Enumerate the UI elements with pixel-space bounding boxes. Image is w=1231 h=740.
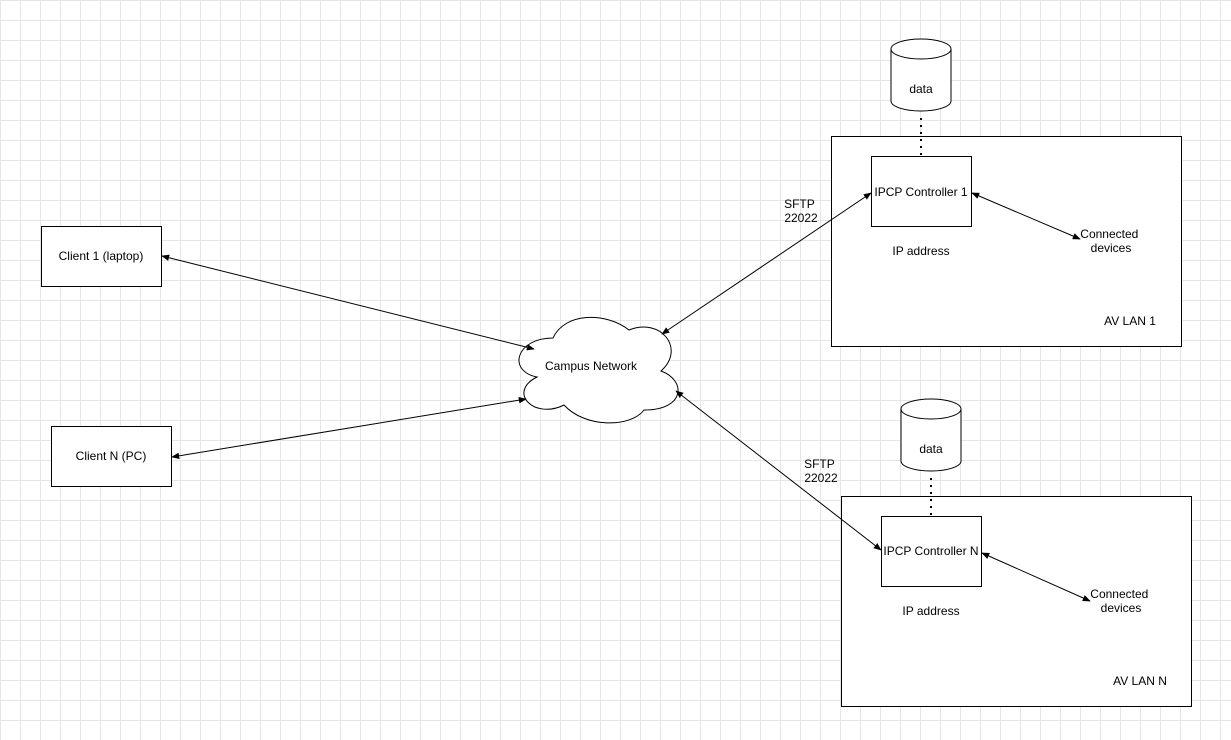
client-n-box	[51, 426, 172, 487]
database-top	[890, 38, 952, 60]
database-label: data	[909, 82, 933, 96]
edge-client-n-campus[interactable]	[171, 397, 527, 459]
connected-devices-line-1: Connected	[1080, 227, 1138, 241]
sftp-port: 22022	[804, 471, 838, 485]
controller-n-node[interactable]: IPCP Controller N	[881, 516, 982, 587]
connected-devices-line-2: devices	[1101, 601, 1142, 615]
data-store-1[interactable]: data	[890, 38, 952, 112]
connected-devices-label-n: Connected devices	[1090, 587, 1151, 615]
edge-controller-n-devices[interactable]	[981, 552, 1091, 602]
campus-network-node[interactable]: Campus Network	[518, 317, 679, 424]
av-lan-n-label: AV LAN N	[1113, 674, 1167, 688]
connected-devices-line-1: Connected	[1090, 587, 1148, 601]
sftp-port: 22022	[784, 211, 818, 225]
ip-address-label-1: IP address	[892, 244, 949, 258]
cloud-icon	[518, 317, 679, 424]
database-icon	[890, 49, 952, 112]
data-store-n[interactable]: data	[900, 398, 962, 472]
ip-address-label-n: IP address	[902, 604, 959, 618]
controller-1-node[interactable]: IPCP Controller 1	[871, 156, 972, 227]
client-1-box	[41, 226, 162, 287]
client-n-node[interactable]: Client N (PC)	[51, 426, 172, 487]
av-lan-1-label: AV LAN 1	[1104, 314, 1156, 328]
edge-campus-controller-1[interactable]	[661, 192, 872, 335]
sftp-label-1: SFTP 22022	[784, 197, 818, 225]
controller-n-box	[881, 516, 982, 587]
controller-1-box	[871, 156, 972, 227]
connected-devices-line-2: devices	[1091, 241, 1132, 255]
connected-devices-label-1: Connected devices	[1080, 227, 1141, 255]
edge-controller-1-devices[interactable]	[971, 192, 1081, 240]
client-n-label: Client N (PC)	[76, 449, 147, 463]
sftp-protocol: SFTP	[804, 457, 835, 471]
controller-1-label: IPCP Controller 1	[874, 185, 967, 199]
sftp-label-n: SFTP 22022	[804, 457, 838, 485]
edge-client-1-campus[interactable]	[161, 254, 535, 351]
campus-network-label: Campus Network	[545, 359, 638, 373]
database-top	[900, 398, 962, 420]
client-1-node[interactable]: Client 1 (laptop)	[41, 226, 162, 287]
sftp-protocol: SFTP	[784, 197, 815, 211]
client-1-label: Client 1 (laptop)	[59, 249, 144, 263]
database-label: data	[919, 442, 943, 456]
edge-campus-controller-n[interactable]	[675, 390, 882, 551]
controller-n-label: IPCP Controller N	[883, 544, 978, 558]
database-icon	[900, 409, 962, 472]
